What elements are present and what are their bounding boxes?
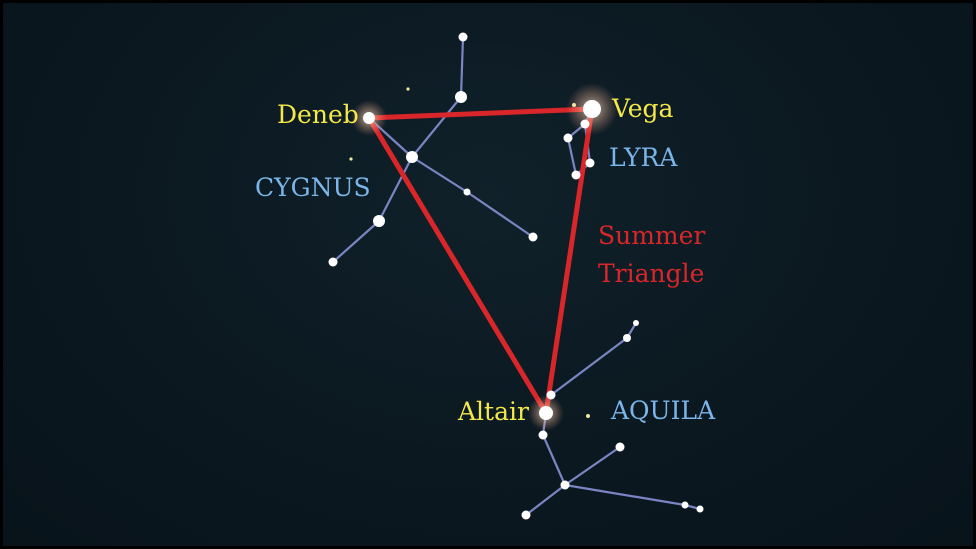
lyra-line [566, 136, 578, 177]
deneb-star [363, 112, 375, 124]
aquila-star [546, 390, 556, 400]
summer-triangle [366, 106, 595, 416]
lyra-star [563, 133, 573, 143]
lyra-label: LYRA [609, 143, 678, 172]
cygnus-star [528, 232, 538, 242]
aquila-star [521, 510, 531, 520]
faint-star [586, 414, 590, 418]
aquila-star [681, 501, 689, 509]
lyra-star [571, 170, 581, 180]
stars [328, 32, 704, 520]
aquila-star [538, 430, 548, 440]
cygnus-star [455, 91, 467, 103]
vega-label: Vega [611, 94, 674, 123]
cygnus-line [410, 155, 469, 194]
deneb-label: Deneb [277, 100, 359, 129]
aquila-line [549, 336, 629, 397]
aquila-star [560, 480, 570, 490]
cygnus-line [459, 35, 465, 99]
cygnus-star [328, 257, 338, 267]
cygnus-line [377, 155, 414, 223]
summer-triangle-label-line2: Triangle [598, 259, 704, 288]
aquila-line [563, 483, 687, 507]
altair-label: Altair [457, 397, 529, 426]
cygnus-star [463, 188, 471, 196]
aquila-line [524, 483, 567, 517]
cygnus-line [331, 219, 381, 264]
altair-star [539, 406, 553, 420]
star-chart: Deneb Vega Altair CYGNUS LYRA AQUILA Sum… [255, 32, 716, 520]
cygnus-star [406, 151, 418, 163]
cygnus-line [465, 190, 535, 239]
lyra-star [580, 119, 590, 129]
faint-star [349, 157, 353, 161]
cygnus-label: CYGNUS [255, 173, 371, 202]
vega-star [583, 100, 601, 118]
summer-triangle-label-line1: Summer [598, 221, 705, 250]
cygnus-star [458, 32, 468, 42]
aquila-star [623, 334, 631, 342]
cygnus-line [410, 95, 463, 159]
cygnus-star [373, 215, 385, 227]
aquila-star [633, 320, 639, 326]
faint-star [572, 103, 576, 107]
aquila-star [696, 505, 704, 513]
aquila-line [541, 433, 567, 487]
faint-star [406, 87, 410, 91]
labels: Deneb Vega Altair CYGNUS LYRA AQUILA Sum… [255, 94, 716, 426]
aquila-label: AQUILA [610, 396, 716, 425]
aquila-star [615, 442, 625, 452]
aquila-line [563, 445, 622, 487]
lyra-star [585, 158, 595, 168]
